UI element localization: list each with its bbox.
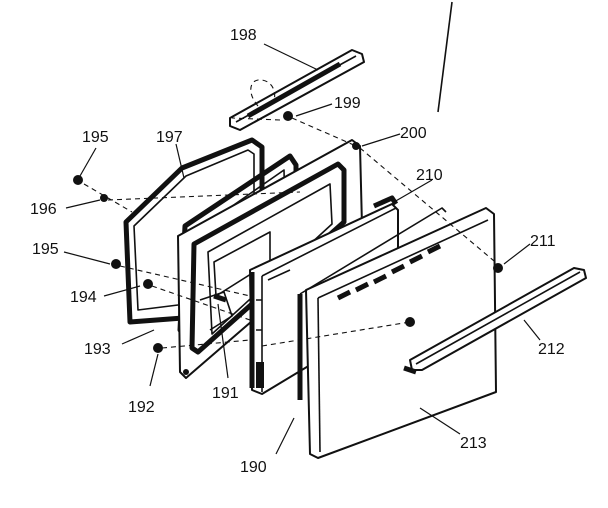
label-192: 192	[128, 399, 155, 416]
screw-192	[153, 343, 163, 353]
label-195-lower: 195	[32, 241, 59, 258]
label-200: 200	[400, 125, 427, 142]
fasteners	[73, 111, 503, 353]
label-197: 197	[156, 129, 183, 146]
label-210: 210	[416, 167, 443, 184]
reference-line	[437, 1, 453, 113]
label-193: 193	[84, 341, 111, 358]
screw-195-top	[73, 175, 83, 185]
label-191: 191	[212, 385, 239, 402]
screw-195-lower	[111, 259, 121, 269]
part-labels: 195 197 198 199 200 210 196 195 211 194 …	[30, 27, 565, 476]
part-200-inner-door-panel	[177, 139, 363, 379]
screw-211	[493, 263, 503, 273]
label-211: 211	[530, 233, 556, 250]
assembly-lines	[83, 117, 501, 349]
label-194: 194	[70, 289, 97, 306]
part-212-door-handle	[403, 267, 587, 375]
screw-213-center	[405, 317, 415, 327]
label-190: 190	[240, 459, 267, 476]
label-212: 212	[538, 341, 565, 358]
label-213: 213	[460, 435, 487, 452]
label-198: 198	[230, 27, 257, 44]
label-196: 196	[30, 201, 57, 218]
leader-lines	[63, 43, 541, 455]
part-213-outer-door-panel	[297, 207, 497, 459]
label-195-top: 195	[82, 129, 109, 146]
screw-199	[283, 111, 293, 121]
label-199: 199	[334, 95, 361, 112]
part-198-top-trim	[229, 49, 365, 131]
washer-196	[100, 194, 108, 202]
screw-194	[143, 279, 153, 289]
